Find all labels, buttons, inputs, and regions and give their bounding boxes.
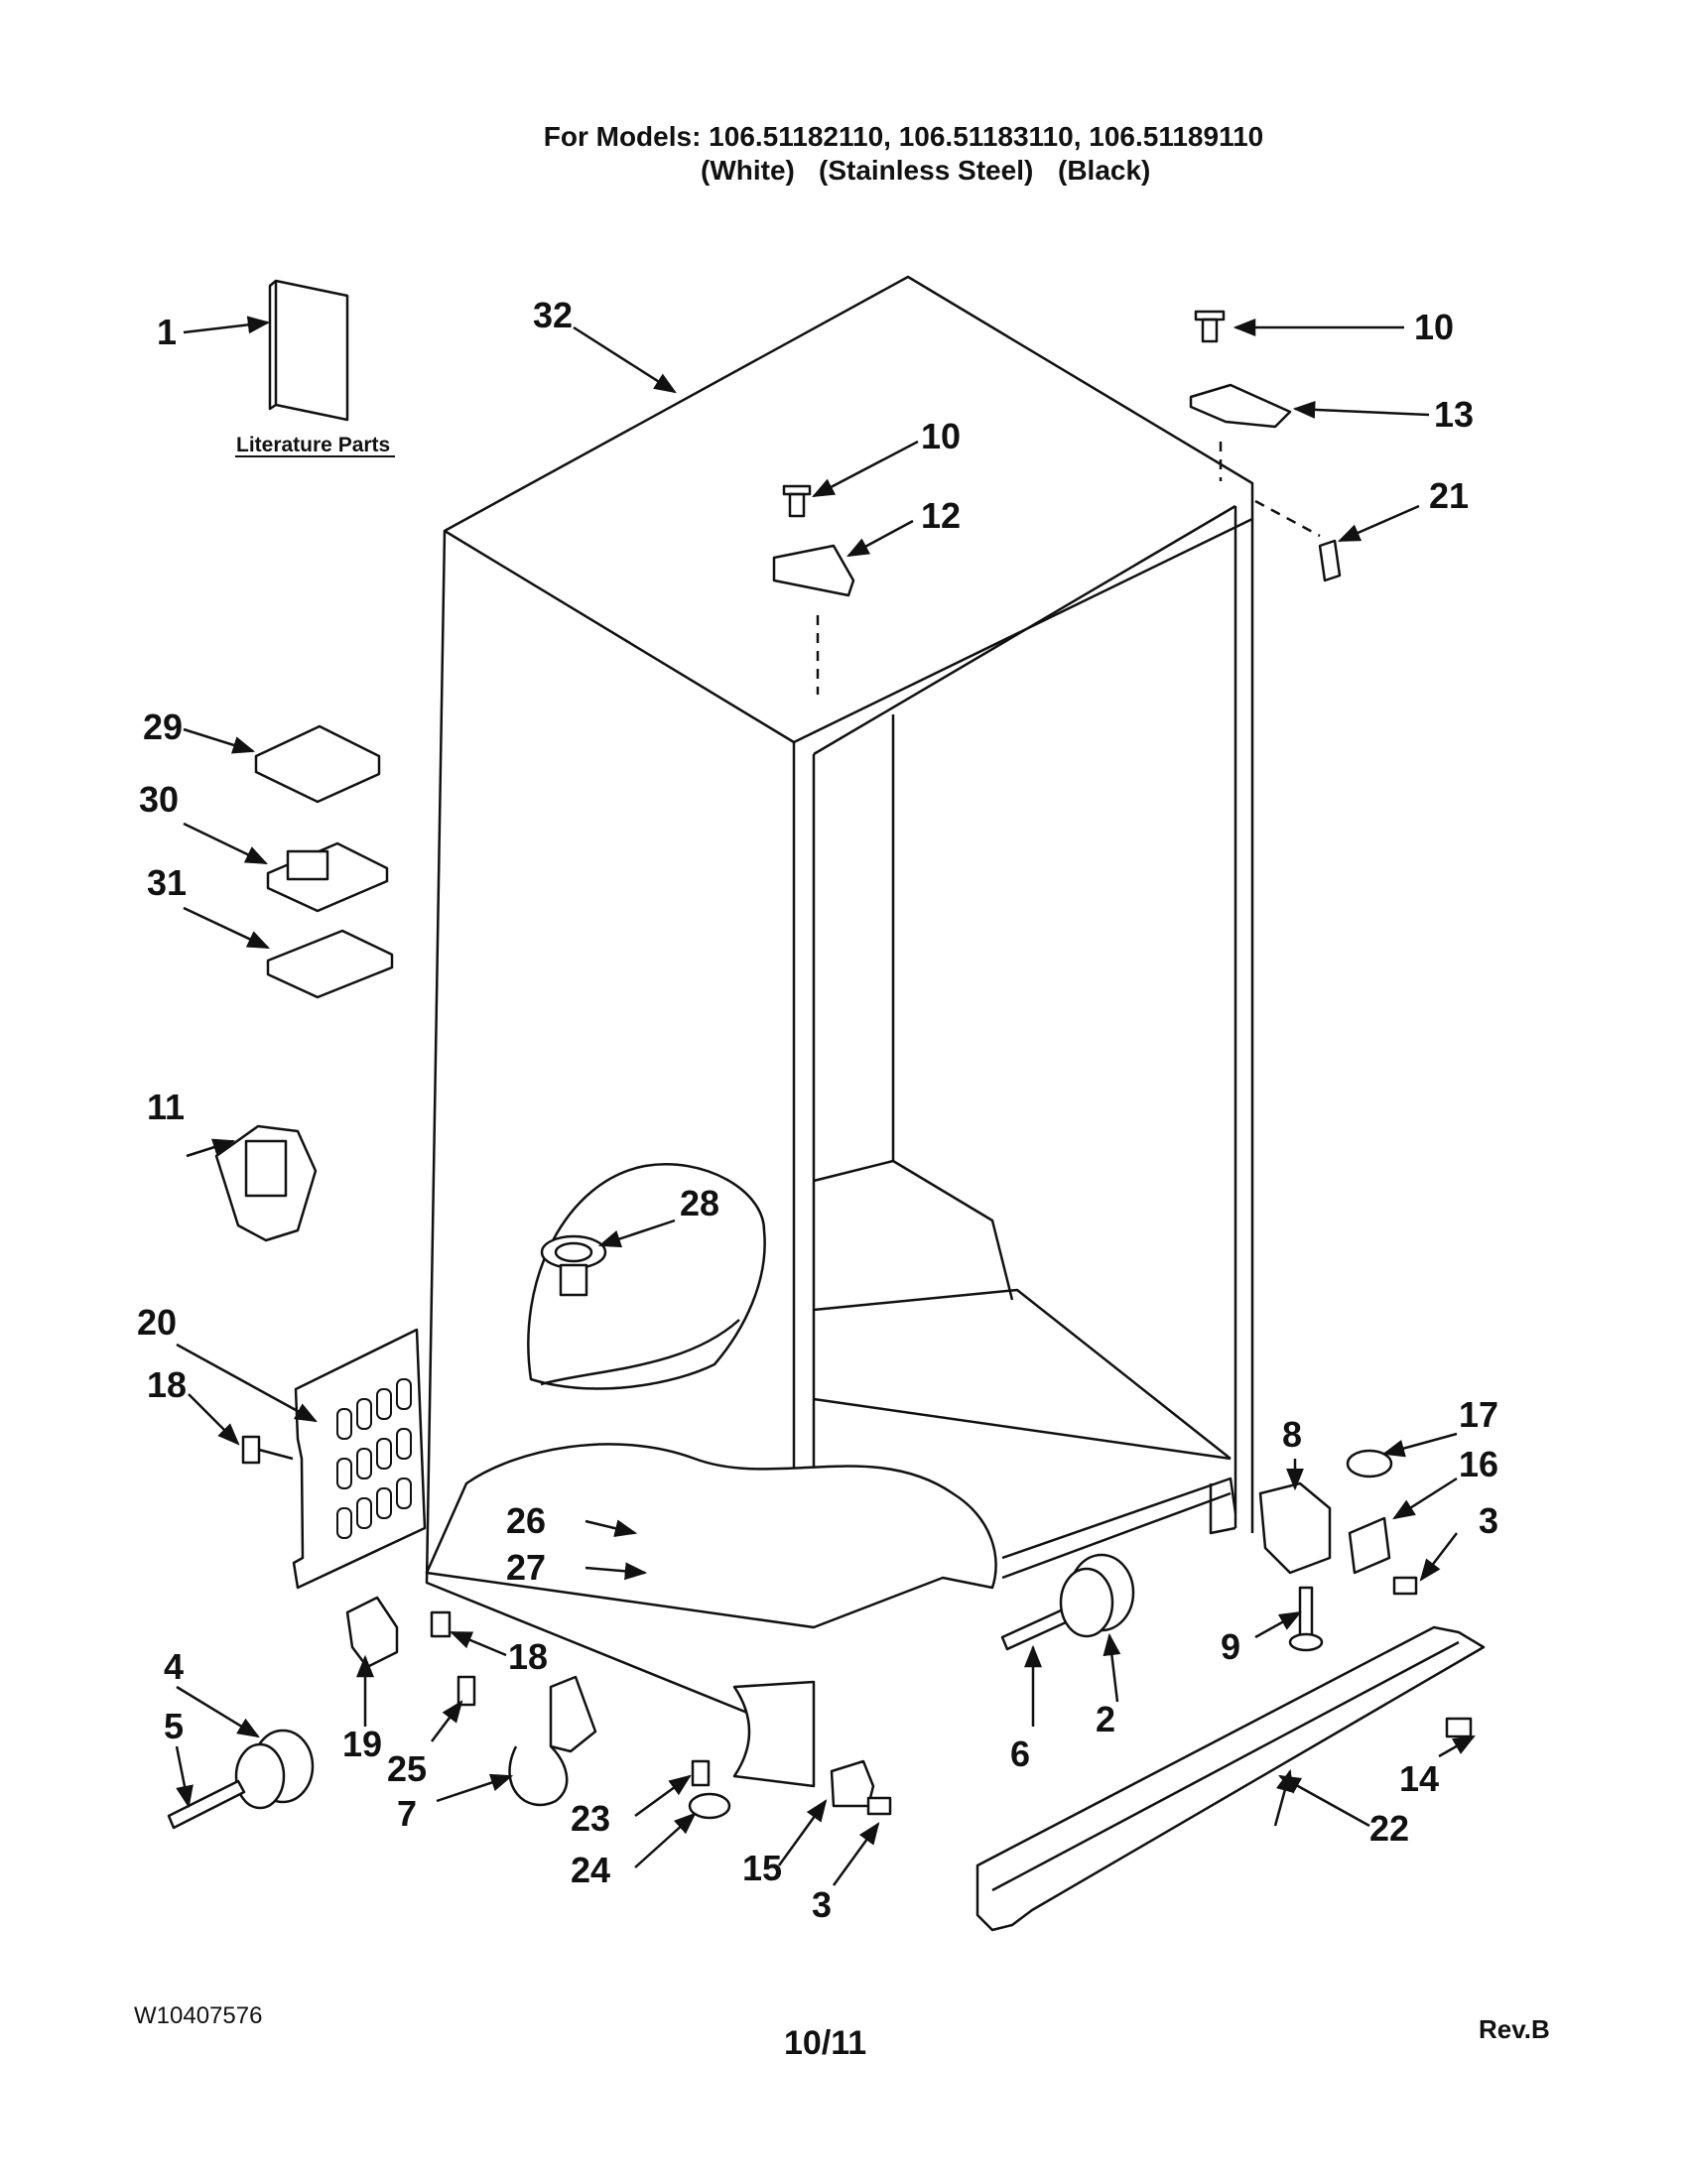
leveler-9	[1288, 1586, 1324, 1652]
callout-12: 12	[921, 495, 961, 536]
bracket-19	[345, 1596, 399, 1669]
callout-32: 32	[533, 295, 573, 335]
washer-24	[688, 1792, 731, 1820]
callout-18-right: 18	[508, 1636, 548, 1677]
callout-7: 7	[397, 1793, 417, 1834]
board-31	[266, 929, 394, 999]
cabinet-body	[425, 275, 1254, 1734]
hinge-13	[1189, 383, 1292, 429]
callout-15: 15	[742, 1848, 782, 1888]
color-white: (White)	[701, 155, 795, 186]
wheel-4	[234, 1729, 315, 1810]
literature-label: Literature Parts	[236, 434, 390, 456]
page-number: 10/11	[784, 2024, 867, 2062]
screw-25	[456, 1675, 476, 1707]
callout-3-right: 3	[1479, 1500, 1498, 1541]
callout-25: 25	[387, 1748, 427, 1789]
cam-17	[1346, 1449, 1393, 1478]
axle-5	[167, 1779, 246, 1830]
callout-17: 17	[1459, 1394, 1498, 1435]
document-id: W10407576	[134, 2002, 263, 2029]
callout-21: 21	[1429, 475, 1469, 516]
callout-30: 30	[139, 779, 179, 820]
screw-10-center	[782, 484, 812, 518]
drain-tube-7	[508, 1745, 569, 1807]
callout-2: 2	[1096, 1699, 1115, 1739]
leader-lines	[175, 316, 1476, 1886]
screw-3-bottom	[866, 1796, 892, 1816]
callout-28: 28	[680, 1183, 719, 1223]
pin-21	[1318, 539, 1342, 582]
bracket-15	[830, 1759, 875, 1808]
callout-6: 6	[1010, 1734, 1030, 1774]
callout-27: 27	[506, 1547, 546, 1588]
callout-4: 4	[164, 1646, 184, 1687]
wheel-2	[1059, 1553, 1135, 1638]
models-line: For Models: 106.51182110, 106.51183110, …	[543, 121, 1264, 152]
callout-3-bottom: 3	[812, 1884, 832, 1925]
screw-14	[1445, 1717, 1473, 1738]
screw-23	[691, 1759, 711, 1787]
callout-13: 13	[1434, 394, 1474, 435]
callout-14: 14	[1399, 1758, 1439, 1799]
callout-29: 29	[143, 707, 183, 747]
screw-3-right	[1392, 1576, 1418, 1596]
screw-18-right	[430, 1610, 452, 1638]
screw-10-right	[1194, 310, 1226, 343]
callout-8: 8	[1282, 1414, 1302, 1455]
callout-5: 5	[164, 1706, 184, 1746]
callout-10-center: 10	[921, 416, 961, 456]
cover-29	[254, 724, 381, 804]
cutaway-panel	[527, 1163, 766, 1390]
access-panel-20	[292, 1328, 427, 1590]
callout-18-left: 18	[147, 1364, 187, 1405]
valve-11	[214, 1124, 318, 1242]
callout-19: 19	[342, 1724, 382, 1764]
grommet-28	[540, 1234, 607, 1270]
callout-22: 22	[1369, 1808, 1409, 1849]
revision: Rev.B	[1479, 2014, 1550, 2044]
hinge-16	[1348, 1516, 1391, 1575]
color-black: (Black)	[1058, 155, 1151, 186]
screw-18-left	[241, 1435, 294, 1465]
callout-24: 24	[571, 1850, 610, 1890]
callout-10-right: 10	[1414, 307, 1454, 347]
callout-23: 23	[571, 1798, 610, 1839]
hinge-12	[772, 544, 855, 597]
callout-11: 11	[147, 1087, 185, 1127]
callout-9: 9	[1221, 1626, 1240, 1667]
bracket-8	[1258, 1481, 1332, 1575]
color-stainless: (Stainless Steel)	[819, 155, 1034, 186]
callout-16: 16	[1459, 1444, 1498, 1484]
callout-26: 26	[506, 1500, 546, 1541]
bottom-cutaway	[425, 1443, 997, 1629]
callout-1: 1	[157, 312, 177, 352]
callout-31: 31	[147, 862, 187, 903]
base-grille-22	[975, 1625, 1486, 1932]
literature-booklet	[268, 279, 349, 422]
callout-20: 20	[137, 1302, 177, 1343]
